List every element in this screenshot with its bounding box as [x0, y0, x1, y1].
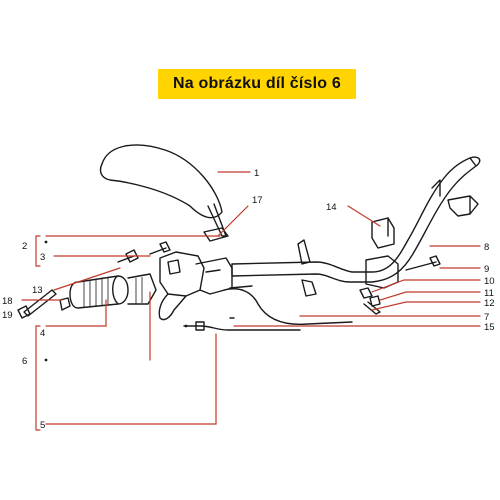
grip-cap	[59, 297, 71, 311]
callout-13: 13	[32, 285, 43, 296]
cable-7-end	[229, 285, 253, 289]
tube-clamp	[297, 239, 317, 297]
leader-10	[371, 279, 481, 293]
callout-19: 19	[2, 310, 13, 321]
nut-10	[359, 287, 373, 299]
callout-17: 17	[252, 195, 263, 206]
cable-15	[183, 325, 301, 331]
leader-4	[45, 299, 107, 327]
left-lever	[158, 293, 187, 321]
screw-top-left	[149, 241, 171, 255]
callout-5: 5	[40, 420, 45, 431]
callout-14: 14	[326, 202, 337, 213]
nut-11	[369, 295, 381, 307]
callout-11: 11	[484, 288, 494, 299]
dot-2	[44, 240, 48, 244]
part-14-rubber	[371, 217, 395, 249]
dot-15	[184, 324, 188, 328]
callout-18: 18	[2, 296, 13, 307]
screw-12	[363, 301, 381, 315]
left-switch-detail	[167, 259, 221, 275]
mirror-stem	[207, 203, 227, 237]
grip-ribs	[83, 277, 143, 308]
callout-8: 8	[484, 242, 489, 253]
grip	[69, 275, 129, 309]
cable-7	[223, 288, 353, 325]
bracket-4-5	[35, 325, 41, 431]
throttle-sleeve	[127, 273, 157, 305]
callout-6: 6	[22, 356, 27, 367]
bracket-2-3	[35, 235, 41, 267]
screw-13	[117, 249, 139, 263]
left-switch-box	[195, 257, 233, 295]
callout-15: 15	[484, 322, 495, 333]
callout-12: 12	[484, 298, 495, 309]
callout-9: 9	[484, 264, 489, 275]
title-banner: Na obrázku díl číslo 6	[158, 69, 356, 99]
mirror-head	[99, 144, 223, 219]
leader-13	[53, 267, 121, 291]
leader-11	[379, 291, 481, 301]
callout-10: 10	[484, 276, 495, 287]
left-switch-housing	[159, 251, 205, 297]
callout-7: 7	[484, 312, 489, 323]
callout-2: 2	[22, 241, 27, 252]
title-text: Na obrázku díl číslo 6	[172, 75, 341, 92]
dot-6	[44, 358, 48, 362]
cable-15-end	[195, 317, 235, 331]
leader-12	[371, 301, 481, 311]
leader-5	[45, 333, 217, 425]
leader-17	[217, 205, 249, 237]
right-bracket	[431, 179, 479, 217]
callout-1: 1	[254, 168, 259, 179]
leader-14	[347, 205, 381, 227]
callout-4: 4	[40, 328, 45, 339]
handlebar-right-end	[469, 156, 481, 167]
screw-9	[405, 255, 441, 271]
bolt-19	[17, 289, 57, 319]
mirror-nut	[203, 227, 229, 242]
callout-3: 3	[40, 252, 45, 263]
